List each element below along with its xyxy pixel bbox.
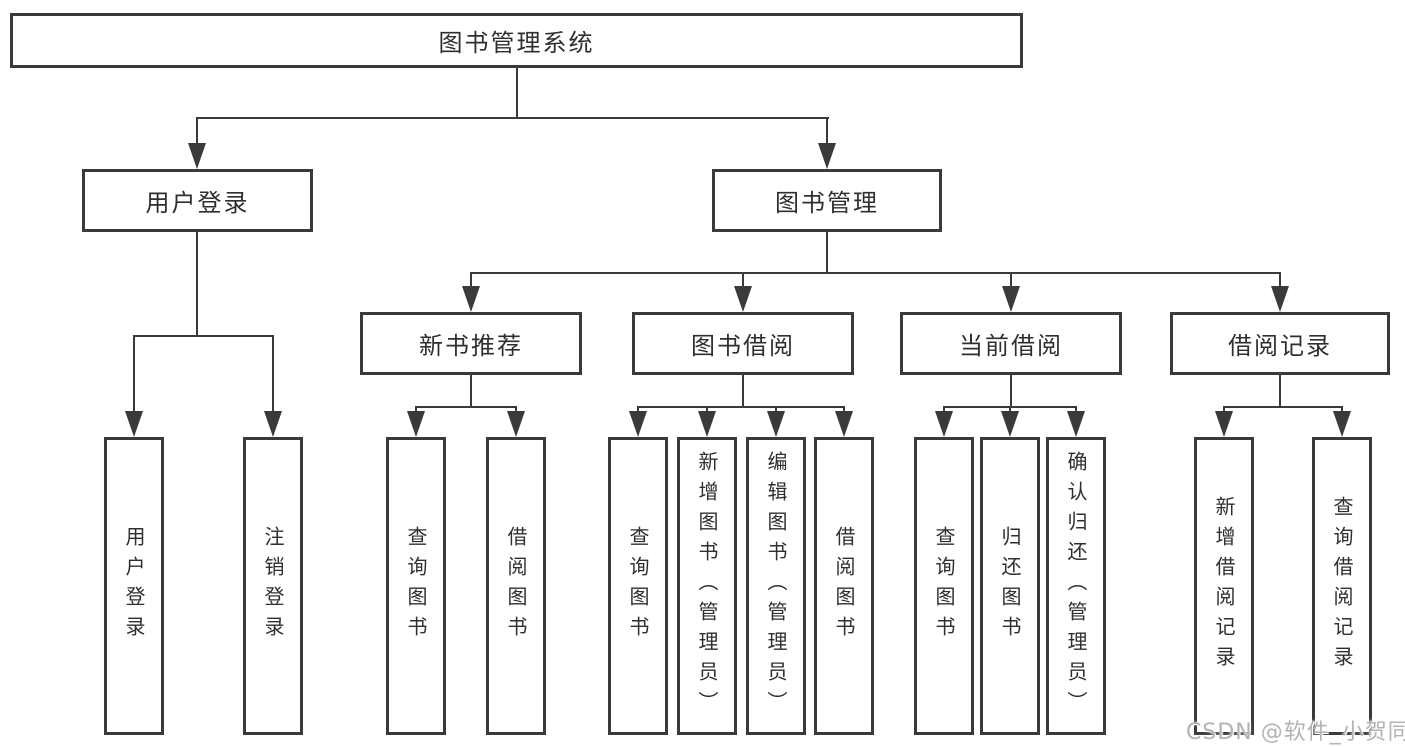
csdn-watermark: CSDN @软件_小贺同学 (1186, 720, 1405, 745)
arrow-down (1001, 411, 1019, 437)
connector-line (415, 406, 517, 408)
leaf-borrow-borrow-book: 借阅图书 (814, 437, 874, 735)
arrow-down (264, 411, 282, 437)
leaf-borrow-query-book-label: 查询图书 (626, 526, 650, 646)
leaf-current-confirm-return-admin: 确认归还（管理员） (1046, 437, 1106, 735)
arrow-down (767, 411, 785, 437)
arrow-down (407, 411, 425, 437)
arrow-down (1271, 286, 1289, 312)
leaf-borrow-add-book-admin-label: 新增图书（管理员） (695, 451, 719, 721)
connector-line (470, 375, 472, 407)
connector-line (826, 232, 828, 273)
leaf-recommend-query-book-label: 查询图书 (404, 526, 428, 646)
arrow-down (698, 411, 716, 437)
arrow-down (835, 411, 853, 437)
leaf-current-confirm-return-admin-label: 确认归还（管理员） (1064, 451, 1088, 721)
node-book-borrow: 图书借阅 (632, 312, 854, 375)
connector-line (742, 375, 744, 407)
arrow-down (507, 411, 525, 437)
arrow-down (1333, 411, 1351, 437)
leaf-records-add-record-label: 新增借阅记录 (1212, 496, 1236, 676)
node-user-login: 用户登录 (82, 169, 313, 232)
leaf-borrow-add-book-admin: 新增图书（管理员） (677, 437, 737, 735)
leaf-borrow-query-book: 查询图书 (608, 437, 668, 735)
leaf-recommend-borrow-book: 借阅图书 (486, 437, 546, 735)
node-root: 图书管理系统 (10, 13, 1023, 68)
connector-line (1010, 375, 1012, 407)
connector-line (1223, 406, 1343, 408)
arrow-down (818, 143, 836, 169)
arrow-down (1002, 286, 1020, 312)
arrow-down (188, 143, 206, 169)
node-book-management-label: 图书管理 (775, 189, 879, 217)
arrow-down (125, 411, 143, 437)
leaf-current-query-book: 查询图书 (914, 437, 974, 735)
node-user-login-label: 用户登录 (145, 189, 250, 217)
node-borrow-records-label: 借阅记录 (1228, 332, 1332, 360)
leaf-current-return-book-label: 归还图书 (998, 526, 1022, 646)
node-book-borrow-label: 图书借阅 (691, 332, 795, 360)
connector-line (637, 406, 845, 408)
connector-line (516, 68, 518, 118)
arrow-down (462, 286, 480, 312)
node-current-borrow: 当前借阅 (900, 312, 1122, 375)
connector-line (196, 117, 829, 119)
node-current-borrow-label: 当前借阅 (959, 332, 1063, 360)
leaf-current-return-book: 归还图书 (980, 437, 1040, 735)
leaf-logout-label: 注销登录 (261, 526, 285, 646)
leaf-user-login: 用户登录 (104, 437, 164, 735)
node-borrow-records: 借阅记录 (1170, 312, 1390, 375)
leaf-records-query-record: 查询借阅记录 (1312, 437, 1372, 735)
leaf-user-login-label: 用户登录 (122, 526, 146, 646)
leaf-current-query-book-label: 查询图书 (932, 526, 956, 646)
leaf-records-query-record-label: 查询借阅记录 (1330, 496, 1354, 676)
arrow-down (629, 411, 647, 437)
leaf-borrow-borrow-book-label: 借阅图书 (832, 526, 856, 646)
connector-line (826, 117, 828, 152)
connector-line (1279, 375, 1281, 407)
leaf-logout: 注销登录 (243, 437, 303, 735)
leaf-borrow-edit-book-admin-label: 编辑图书（管理员） (764, 451, 788, 721)
node-root-label: 图书管理系统 (438, 29, 595, 57)
connector-line (133, 335, 135, 420)
leaf-borrow-edit-book-admin: 编辑图书（管理员） (746, 437, 806, 735)
arrow-down (1215, 411, 1233, 437)
connector-line (196, 117, 198, 152)
connector-line (196, 232, 198, 337)
connector-line (470, 272, 1281, 274)
node-new-book-recommend-label: 新书推荐 (419, 332, 523, 360)
connector-line (272, 335, 274, 420)
arrow-down (935, 411, 953, 437)
leaf-records-add-record: 新增借阅记录 (1194, 437, 1254, 735)
leaf-recommend-query-book: 查询图书 (386, 437, 446, 735)
node-book-management: 图书管理 (712, 169, 942, 232)
arrow-down (734, 286, 752, 312)
arrow-down (1067, 411, 1085, 437)
node-new-book-recommend: 新书推荐 (360, 312, 582, 375)
leaf-recommend-borrow-book-label: 借阅图书 (504, 526, 528, 646)
connector-line (133, 335, 274, 337)
